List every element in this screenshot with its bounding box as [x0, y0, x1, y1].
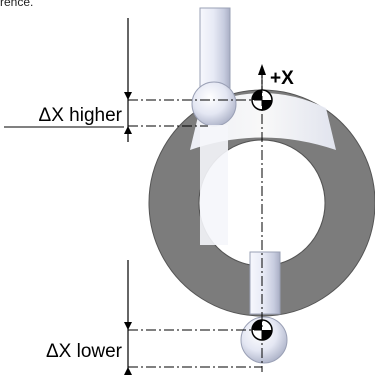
- lower-probe-shaft: [249, 251, 281, 315]
- top-caption-fragment: rence.: [0, 0, 34, 9]
- upper-probe: [191, 7, 237, 245]
- upper-probe-shaft: [199, 7, 231, 93]
- dimension-arrows-lower: [124, 322, 132, 375]
- dimension-arrows-upper: [124, 92, 132, 134]
- plus-x-arrow: [258, 64, 266, 90]
- plus-x-label: +X: [270, 68, 294, 89]
- delta-x-higher-label: ΔX higher: [39, 105, 123, 126]
- upper-probe-ball: [191, 81, 237, 127]
- upper-probe-column: [200, 125, 228, 245]
- delta-x-lower-label: ΔX lower: [46, 341, 123, 362]
